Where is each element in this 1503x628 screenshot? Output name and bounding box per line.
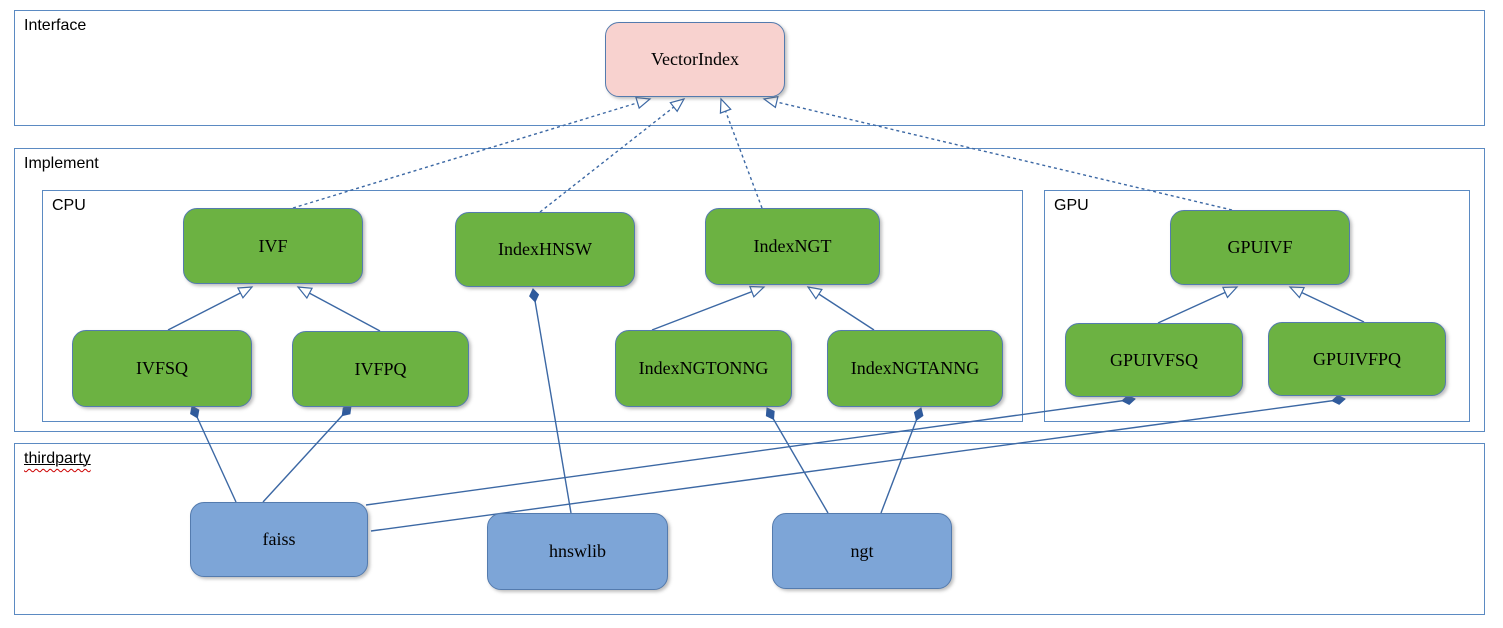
node-faiss: faiss [190, 502, 368, 577]
container-gpu: GPU [1044, 190, 1470, 422]
edge-composition-ngt-indexngtanng [880, 407, 924, 514]
container-gpu-label: GPU [1054, 197, 1089, 214]
node-ngt: ngt [772, 513, 952, 589]
container-implement: Implement [14, 148, 1485, 432]
node-indexhnsw: IndexHNSW [455, 212, 635, 287]
container-cpu: CPU [42, 190, 1023, 422]
node-gpuivf: GPUIVF [1170, 210, 1350, 285]
node-gpuivfsq: GPUIVFSQ [1065, 323, 1243, 397]
spellcheck-squiggle: thirdparty [24, 450, 91, 467]
edge-composition-faiss-ivfpq [262, 405, 352, 503]
node-gpuivfsq-label: GPUIVFSQ [1109, 349, 1199, 370]
edge-generalization-gpuivfsq-gpuivf [1157, 286, 1239, 324]
node-indexngt: IndexNGT [705, 208, 880, 285]
node-indexngtonng: IndexNGTONNG [615, 330, 792, 407]
node-ivfsq: IVFSQ [72, 330, 252, 407]
edge-composition-faiss-ivfsq [190, 405, 237, 503]
node-ivfpq-label: IVFPQ [354, 358, 407, 379]
edge-realization-indexngt-vectorindex [719, 97, 763, 209]
container-cpu-label: CPU [52, 197, 86, 214]
node-ivfsq-label: IVFSQ [135, 358, 188, 378]
node-indexngt-label: IndexNGT [753, 236, 832, 256]
container-thirdparty-label: thirdparty [24, 450, 91, 468]
edge-composition-ngt-indexngtonng [765, 407, 829, 514]
edge-composition-hnswlib-indexhnsw [529, 288, 572, 514]
node-ivf-label: IVF [258, 235, 288, 256]
edge-generalization-ivfpq-ivf [296, 286, 381, 332]
node-indexngtanng: IndexNGTANNG [827, 330, 1003, 407]
edge-composition-faiss-gpuivfsq [365, 394, 1136, 506]
node-indexhnsw-label: IndexHNSW [498, 239, 592, 259]
node-faiss-label: faiss [262, 529, 296, 549]
edge-generalization-indexngtanng-indexngt [806, 286, 875, 331]
edge-realization-gpuivf-vectorindex [762, 95, 1233, 211]
edge-generalization-indexngtonng-indexngt [651, 285, 766, 331]
node-hnswlib-label: hnswlib [548, 541, 606, 561]
container-interface-label: Interface [24, 17, 87, 34]
edge-generalization-gpuivfpq-gpuivf [1288, 286, 1365, 323]
edge-realization-indexhnsw-vectorindex [539, 98, 686, 213]
node-vectorindex-label: VectorIndex [651, 49, 739, 69]
node-hnswlib: hnswlib [487, 513, 668, 590]
edge-realization-ivf-vectorindex [292, 96, 652, 209]
edge-composition-faiss-gpuivfpq [370, 394, 1346, 532]
node-gpuivfpq-label: GPUIVFPQ [1312, 348, 1402, 369]
container-implement-label: Implement [24, 155, 99, 172]
node-ivf: IVF [183, 208, 363, 284]
node-vectorindex: VectorIndex [605, 22, 785, 97]
node-gpuivfpq: GPUIVFPQ [1268, 322, 1446, 396]
container-thirdparty: thirdparty [14, 443, 1485, 615]
container-interface: Interface [14, 10, 1485, 126]
node-indexngtanng-label: IndexNGTANNG [850, 358, 980, 378]
node-ngt-label: ngt [850, 540, 874, 561]
edge-generalization-ivfsq-ivf [167, 286, 254, 331]
node-ivfpq: IVFPQ [292, 331, 469, 407]
node-indexngtonng-label: IndexNGTONNG [638, 358, 769, 378]
node-gpuivf-label: GPUIVF [1227, 237, 1293, 257]
